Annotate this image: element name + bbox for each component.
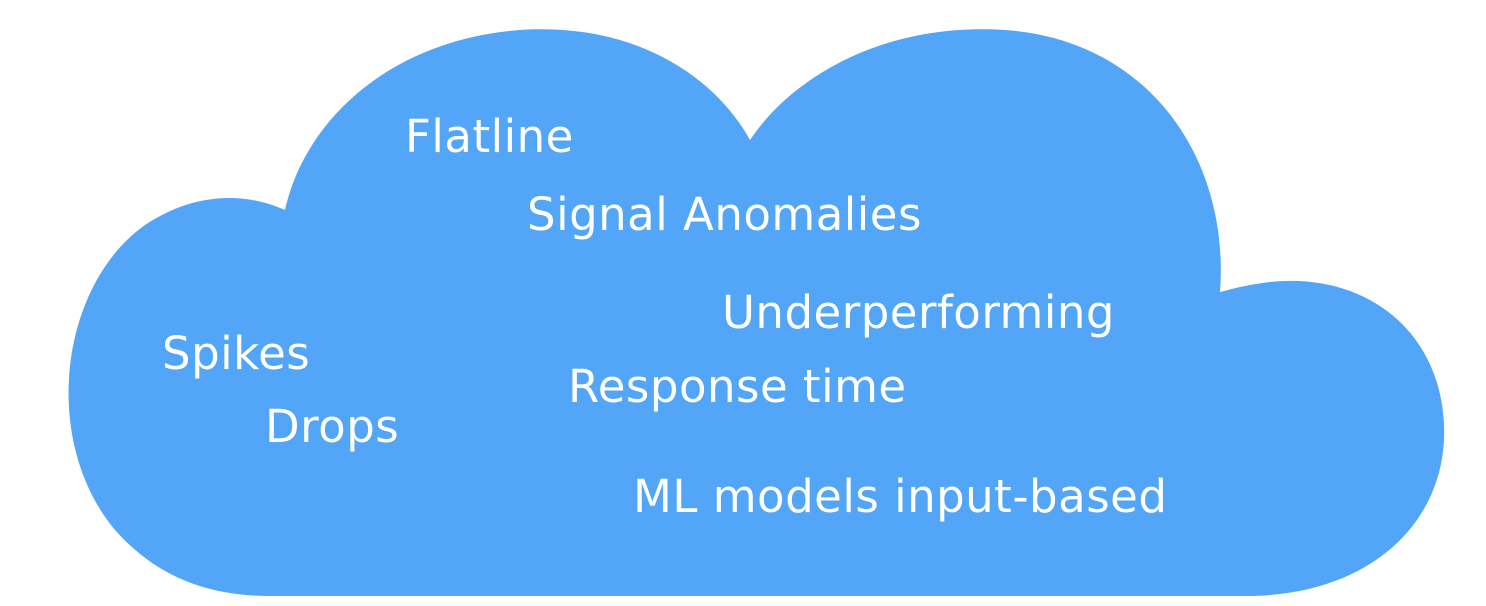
label-response-time: Response time — [568, 360, 907, 413]
cloud-outline — [68, 29, 1445, 596]
label-flatline: Flatline — [405, 110, 574, 163]
label-signal-anomalies: Signal Anomalies — [527, 188, 922, 241]
label-ml-models-input-based: ML models input-based — [633, 470, 1168, 523]
label-spikes: Spikes — [162, 327, 311, 380]
label-drops: Drops — [265, 400, 400, 453]
label-underperforming: Underperforming — [722, 286, 1115, 339]
